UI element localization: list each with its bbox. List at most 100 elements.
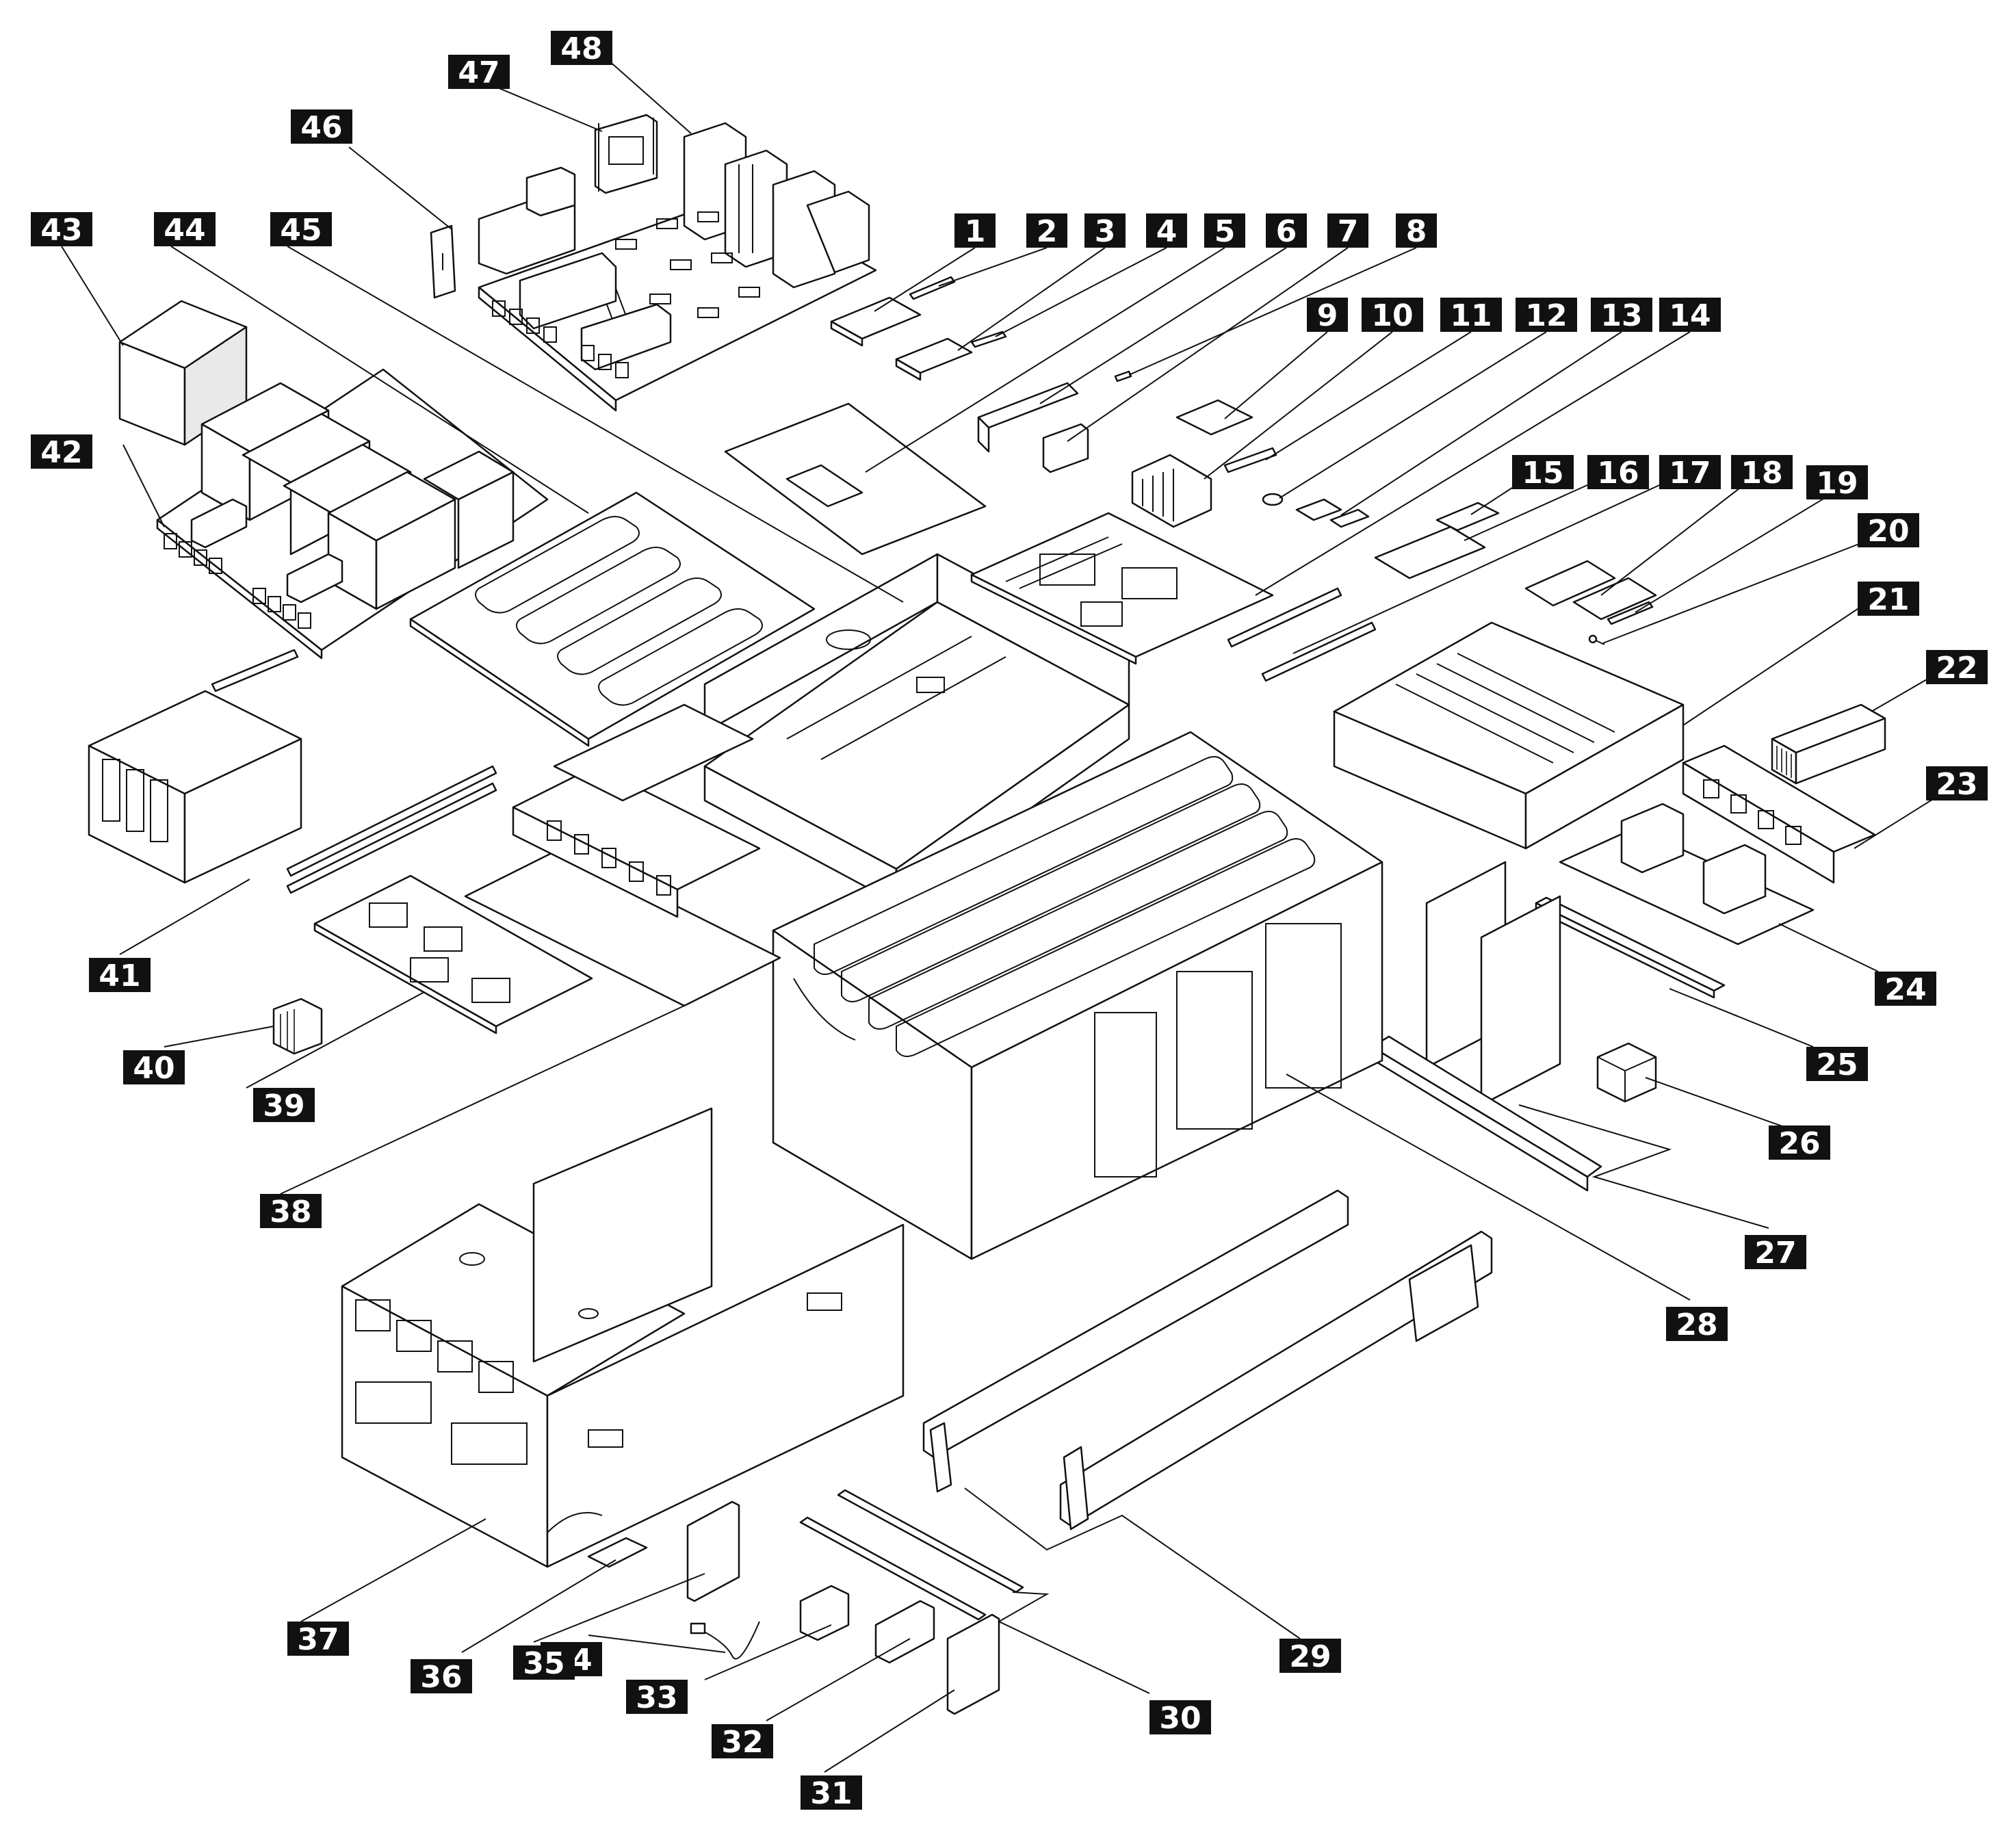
callout-26-text: 26 [1778, 1126, 1820, 1161]
callout-11-text: 11 [1450, 298, 1492, 333]
part-14-system-board [970, 512, 1274, 665]
callout-44: 44 [154, 212, 216, 248]
part-29-slide-rails [922, 1189, 1493, 1531]
callout-43: 43 [31, 212, 92, 248]
part-44-top-cover [409, 491, 816, 747]
callout-8: 8 [1396, 213, 1437, 249]
callout-19: 19 [1806, 465, 1868, 501]
callout-3-text: 3 [1095, 214, 1116, 249]
callout-19-text: 19 [1816, 466, 1858, 501]
callout-31-text: 31 [810, 1776, 852, 1811]
callout-38-text: 38 [270, 1195, 311, 1229]
callout-14: 14 [1659, 298, 1721, 333]
callout-37-text: 37 [297, 1622, 339, 1657]
callout-22: 22 [1926, 650, 1988, 686]
callout-3: 3 [1084, 213, 1126, 249]
callout-45: 45 [270, 212, 332, 248]
callout-18: 18 [1731, 455, 1793, 491]
callout-2-text: 2 [1037, 214, 1058, 249]
callout-20-text: 20 [1867, 514, 1909, 549]
callout-21-text: 21 [1867, 582, 1909, 617]
callout-46-text: 46 [300, 110, 342, 145]
callout-30: 30 [1149, 1700, 1211, 1736]
callout-43-text: 43 [40, 213, 82, 248]
callout-41: 41 [89, 958, 151, 993]
callout-8-text: 8 [1406, 214, 1427, 249]
callout-15: 15 [1512, 455, 1574, 491]
callout-30-text: 30 [1159, 1701, 1201, 1736]
callout-4: 4 [1146, 213, 1187, 249]
callout-7-text: 7 [1338, 214, 1359, 249]
parts-1-8-small-components [724, 276, 1132, 556]
callout-27-text: 27 [1754, 1236, 1796, 1271]
callout-13-text: 13 [1600, 298, 1642, 333]
callout-37: 37 [287, 1622, 349, 1657]
part-20-screw [1588, 634, 1605, 645]
callout-12: 12 [1516, 298, 1577, 333]
part-40-heatsink [272, 998, 323, 1055]
callout-42-text: 42 [40, 435, 82, 470]
callout-5: 5 [1204, 213, 1245, 249]
callout-29: 29 [1279, 1639, 1341, 1674]
callout-26: 26 [1769, 1125, 1830, 1161]
part-25-strip [1535, 896, 1726, 999]
callout-10: 10 [1362, 298, 1423, 333]
callout-25-text: 25 [1816, 1047, 1858, 1082]
callout-11: 11 [1440, 298, 1502, 333]
callout-41-text: 41 [99, 959, 140, 993]
callout-9: 9 [1307, 298, 1348, 333]
callout-22-text: 22 [1936, 651, 1977, 686]
callout-27: 27 [1745, 1235, 1806, 1271]
part-38-fan-cage [464, 703, 781, 1007]
part-30-rail-strips [799, 1489, 1024, 1621]
callout-17-text: 17 [1669, 456, 1711, 491]
callout-9-text: 9 [1317, 298, 1338, 333]
callout-6: 6 [1266, 213, 1307, 249]
callout-33-text: 33 [636, 1680, 677, 1715]
part-42-accelerator-board [156, 368, 549, 660]
callout-17: 17 [1659, 455, 1721, 491]
part-26-latch-module [1596, 1042, 1657, 1103]
callout-1-text: 1 [965, 214, 986, 249]
parts-31-36-small-components [587, 1500, 1000, 1715]
part-46-module [430, 166, 576, 299]
callout-6-text: 6 [1276, 214, 1297, 249]
part-43-box [118, 300, 248, 446]
callout-48: 48 [551, 31, 612, 66]
callout-24-text: 24 [1884, 972, 1926, 1007]
callout-1: 1 [954, 213, 996, 249]
callout-14-text: 14 [1669, 298, 1711, 333]
callout-21: 21 [1858, 582, 1919, 617]
callout-39: 39 [253, 1088, 315, 1123]
callout-48-text: 48 [560, 31, 602, 66]
callout-20: 20 [1858, 513, 1919, 549]
callout-28-text: 28 [1676, 1307, 1717, 1342]
callout-46: 46 [291, 109, 352, 145]
part-28-chassis [772, 731, 1383, 1260]
callout-33: 33 [626, 1680, 688, 1715]
callout-16: 16 [1587, 455, 1649, 491]
part-39-processor-board [313, 874, 593, 1034]
callout-5-text: 5 [1214, 214, 1236, 249]
callout-40-text: 40 [133, 1051, 174, 1086]
callout-23: 23 [1926, 766, 1988, 802]
callout-10-text: 10 [1371, 298, 1413, 333]
callout-2: 2 [1026, 213, 1067, 249]
callout-32-text: 32 [721, 1725, 763, 1760]
callout-13: 13 [1591, 298, 1652, 333]
leader-lines [61, 54, 1937, 1773]
callout-4-text: 4 [1156, 214, 1178, 249]
callout-38: 38 [260, 1194, 322, 1229]
part-23-fan-bracket [1682, 744, 1876, 884]
callout-47: 47 [448, 55, 510, 90]
callout-25: 25 [1806, 1047, 1868, 1082]
part-22-power-supply [1771, 703, 1886, 785]
callout-32: 32 [712, 1724, 773, 1760]
callout-7: 7 [1327, 213, 1368, 249]
callout-35-text: 35 [523, 1646, 564, 1681]
callout-24: 24 [1875, 972, 1936, 1007]
part-48-power-board [478, 122, 877, 412]
callout-28: 28 [1666, 1307, 1728, 1342]
part-47-bracket [594, 114, 658, 194]
callout-44-text: 44 [164, 213, 205, 248]
